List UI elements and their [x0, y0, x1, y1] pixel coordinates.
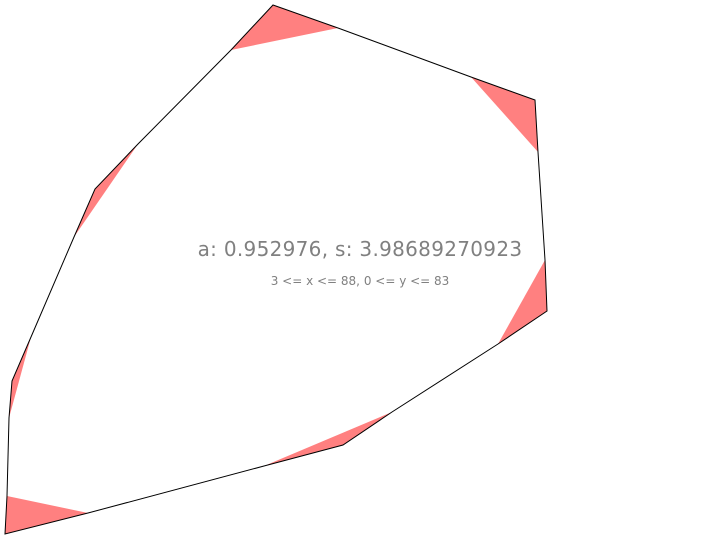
corner-fill-left: [9, 337, 31, 418]
corner-fill-bottom-left: [5, 496, 88, 534]
corner-fills: [5, 5, 547, 534]
polygon-outline: [4, 4, 548, 535]
corner-fill-upper-right: [471, 77, 538, 152]
corner-fill-lower-middle: [264, 412, 392, 466]
corner-fill-right: [498, 260, 547, 344]
stats-label: a: 0.952976, s: 3.98689270923: [198, 237, 523, 261]
corner-fill-top: [231, 5, 338, 50]
corner-fill-upper-left: [74, 144, 138, 237]
range-label: 3 <= x <= 88, 0 <= y <= 83: [271, 274, 450, 288]
